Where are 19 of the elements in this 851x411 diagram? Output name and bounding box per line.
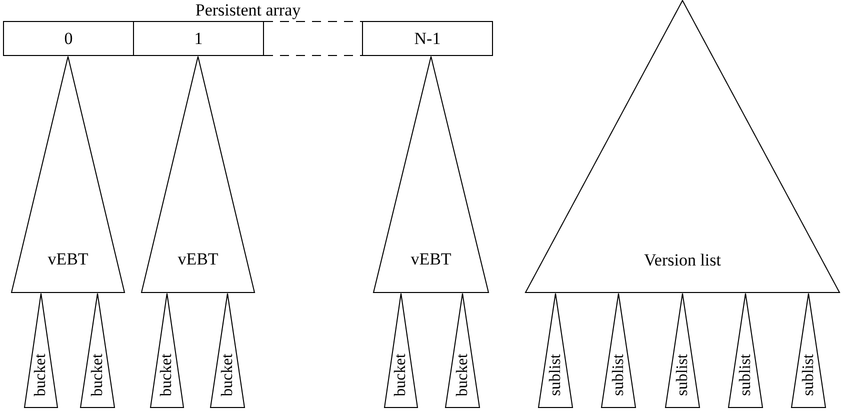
subtree-label: sublist [610, 354, 626, 396]
subtree-label: sublist [800, 354, 816, 396]
subtree-label: bucket [90, 354, 106, 396]
array-cell: N-1 [362, 21, 493, 56]
tree-label: vEBT [48, 250, 88, 268]
subtree-label: sublist [674, 354, 690, 396]
subtree-label: bucket [393, 354, 409, 396]
subtree-label: bucket [454, 354, 470, 396]
tree-label: vEBT [410, 250, 452, 268]
subtree-label: bucket [33, 354, 49, 396]
array-title: Persistent array [195, 2, 301, 18]
subtree-label: sublist [738, 354, 754, 396]
subtree-label: sublist [548, 354, 564, 396]
subtree-label: bucket [159, 354, 175, 396]
tree-label: Version list [644, 252, 721, 268]
subtree-label: bucket [220, 354, 236, 396]
tree-label: vEBT [178, 250, 218, 268]
array-cell: 0 [3, 21, 134, 56]
array-cell: 1 [133, 21, 264, 56]
